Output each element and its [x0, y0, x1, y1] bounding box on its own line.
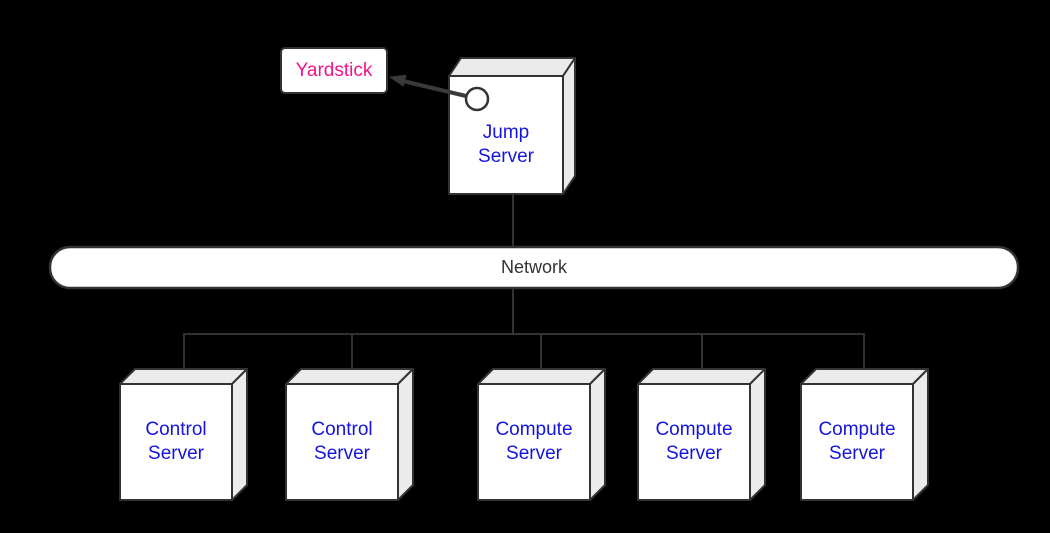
compute-server-1-top-face: [477, 368, 606, 385]
compute-server-2-box: [637, 368, 766, 501]
control-server-2-box: [285, 368, 414, 501]
yardstick-arrowhead: [389, 74, 407, 87]
control-server-1-side-face: [231, 368, 248, 501]
control-server-2-side-face: [397, 368, 414, 501]
compute-server-3-side-face: [912, 368, 929, 501]
compute-server-2-top-face: [637, 368, 766, 385]
compute-server-3-front-face: [800, 383, 914, 501]
compute-server-2-front-face: [637, 383, 751, 501]
control-server-1-top-face: [119, 368, 248, 385]
control-server-2-top-face: [285, 368, 414, 385]
jump-server-box: [448, 57, 576, 195]
compute-server-1-side-face: [589, 368, 606, 501]
yardstick-arrow-line: [401, 79, 468, 98]
jump-server-front-face: [448, 75, 564, 195]
jump-server-top-face: [448, 57, 576, 77]
yardstick-label: Yardstick: [295, 59, 373, 81]
control-server-1-front-face: [119, 383, 233, 501]
compute-server-1-front-face: [477, 383, 591, 501]
compute-server-1-box: [477, 368, 606, 501]
connector-lines: [183, 193, 865, 371]
network-bar: [48, 245, 1020, 290]
jump-server-side-face: [562, 57, 576, 195]
compute-server-2-side-face: [749, 368, 766, 501]
compute-server-3-box: [800, 368, 929, 501]
control-server-1-box: [119, 368, 248, 501]
compute-server-3-top-face: [800, 368, 929, 385]
jump-server-port-circle: [464, 86, 490, 112]
control-server-2-front-face: [285, 383, 399, 501]
yardstick-node: Yardstick: [280, 47, 388, 94]
